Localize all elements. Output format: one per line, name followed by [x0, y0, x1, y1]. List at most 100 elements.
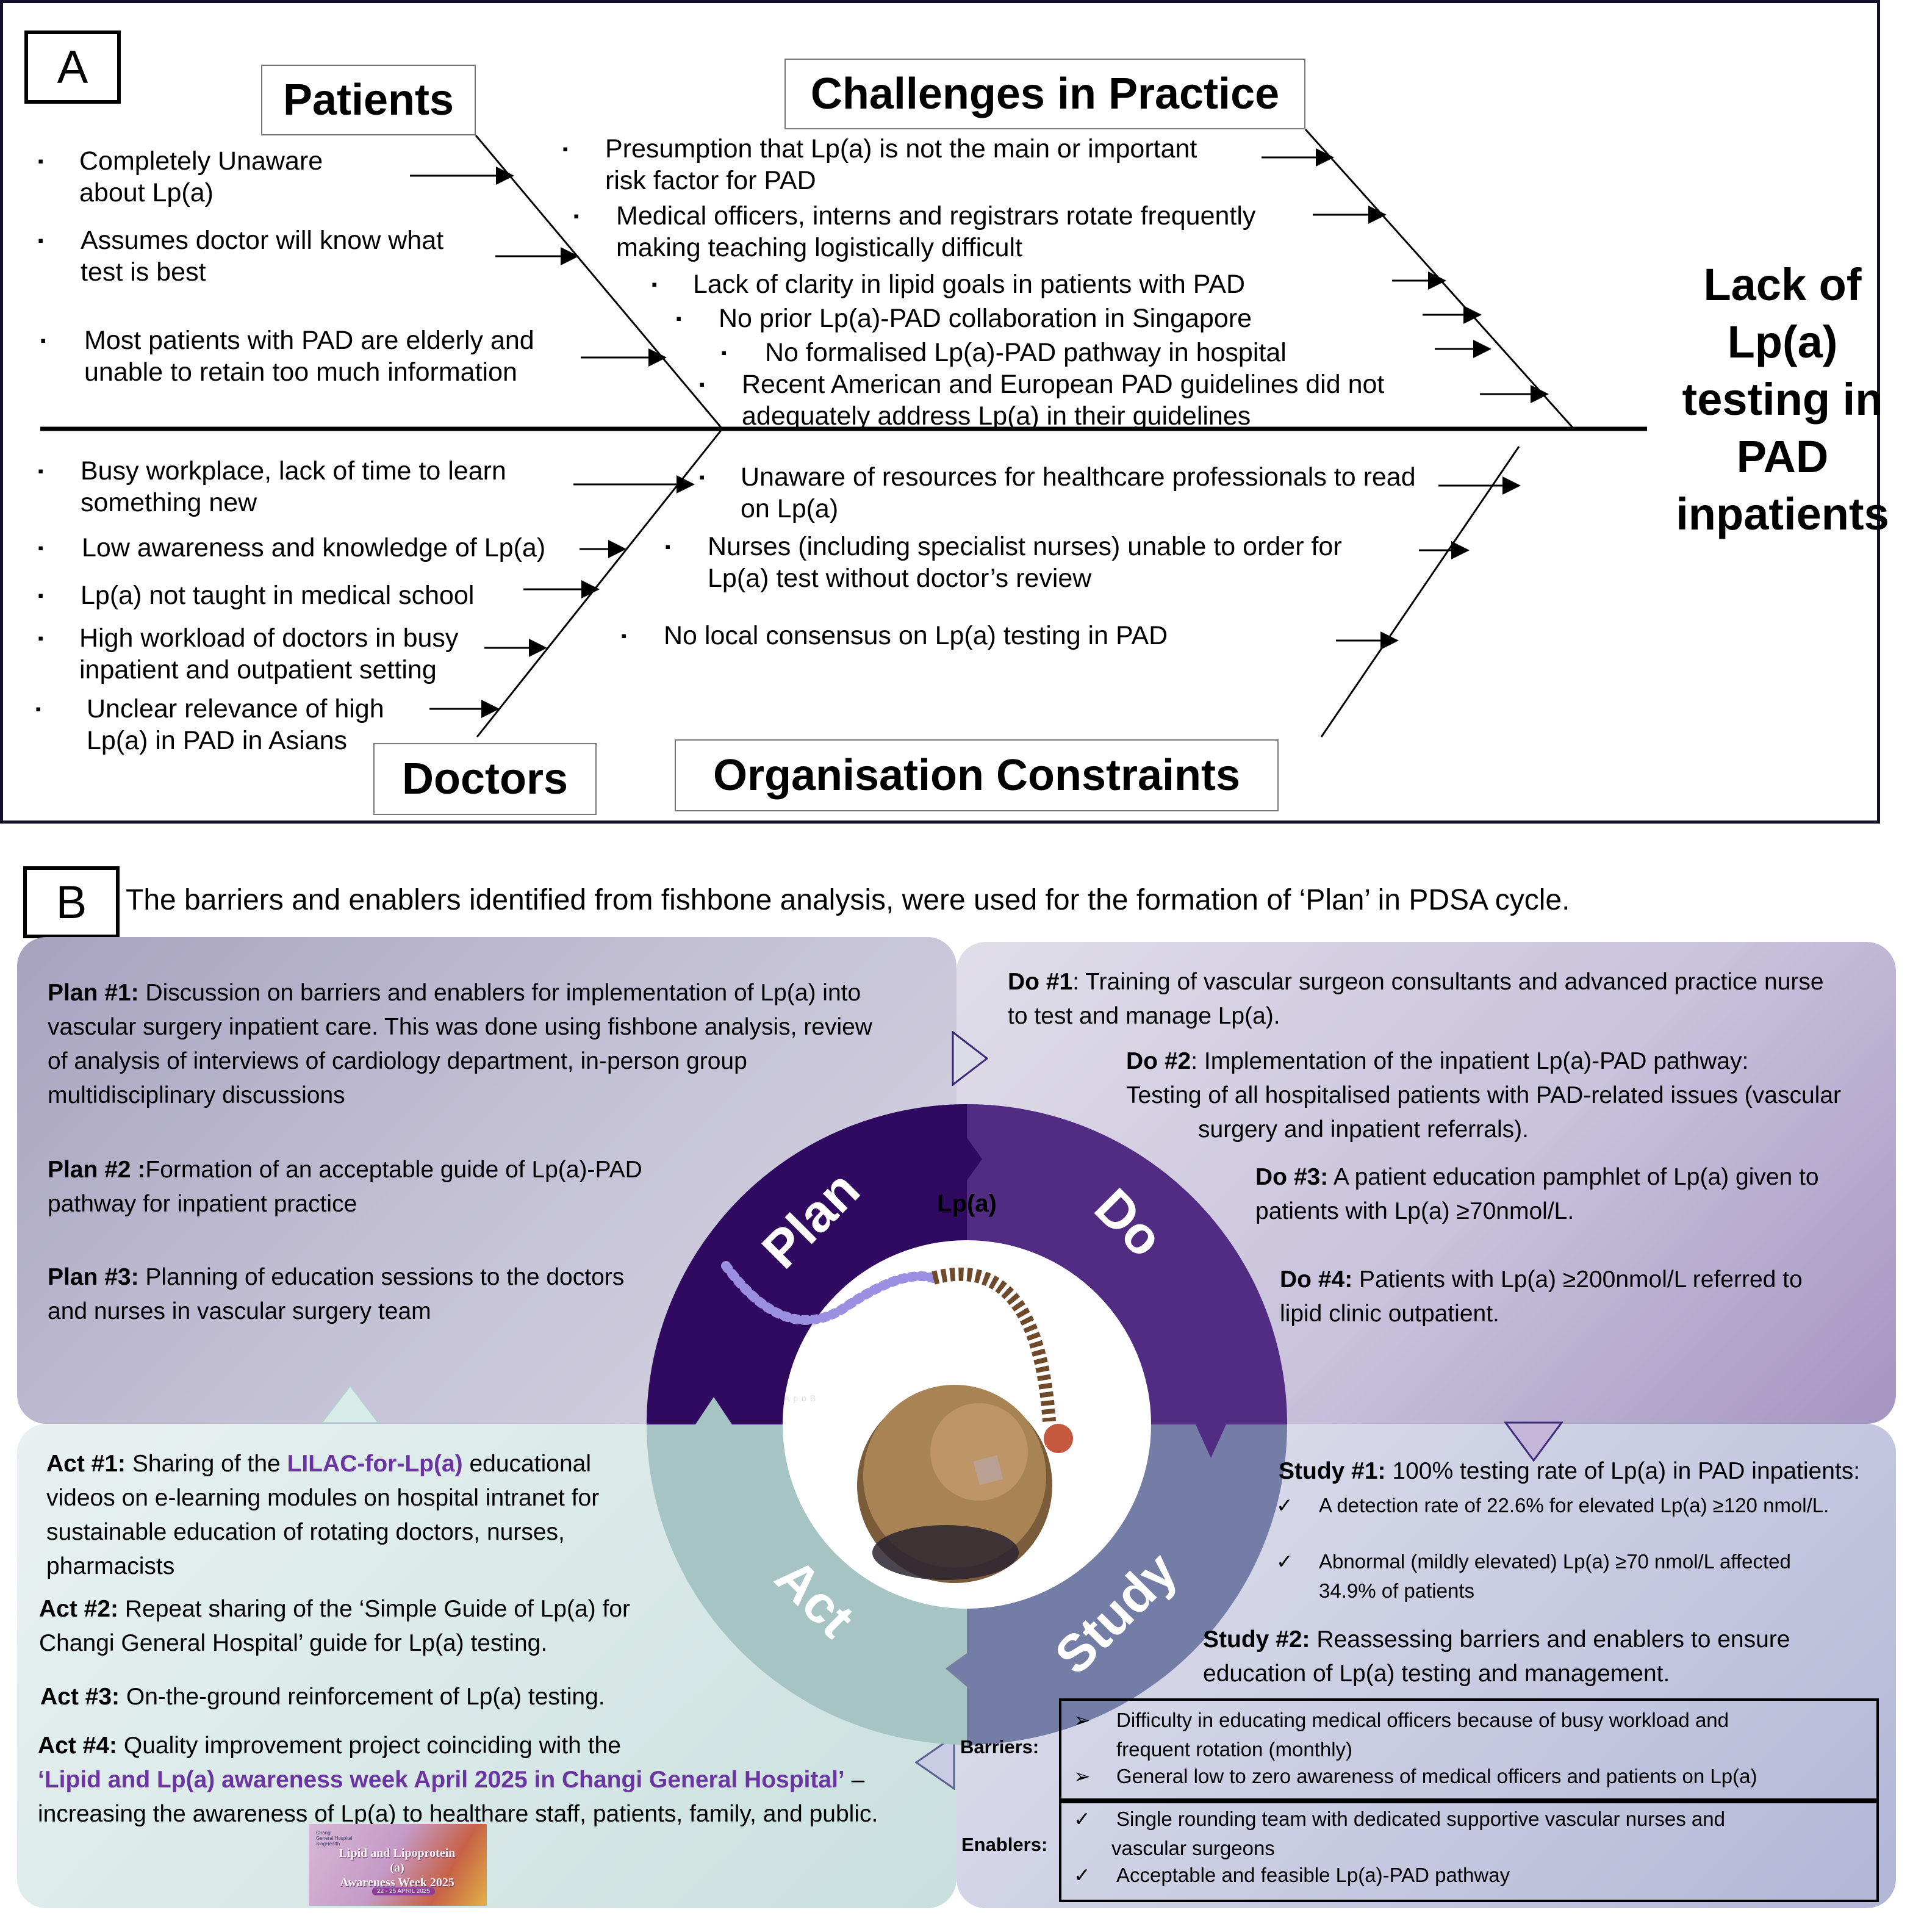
cause-line: No prior Lp(a)-PAD collaboration in Sing… [719, 304, 1252, 333]
bullet-icon: ▪ [38, 586, 44, 605]
bullet-icon: ▪ [676, 309, 682, 328]
cause-line: on Lp(a) [741, 494, 839, 523]
bullet-icon: ▪ [699, 468, 705, 486]
do-line: patients with Lp(a) ≥70nmol/L. [1255, 1198, 1574, 1224]
enabler-item: ✓Acceptable and feasible Lp(a)-PAD pathw… [1074, 1861, 1510, 1890]
plan-line: vascular surgery inpatient care. This wa… [48, 1014, 872, 1040]
arrow-study-to-act-icon [915, 1735, 955, 1790]
plan-line: multidisciplinary discussions [48, 1082, 345, 1108]
act-line: educational [462, 1451, 591, 1477]
pdsa-cycle: Lp(a) ApoB Plan Do Study Act [647, 1104, 1287, 1745]
problem-line: inpatients [1676, 489, 1889, 539]
bullet-icon: ▪ [38, 539, 44, 557]
arrow-act-to-plan-icon [321, 1385, 379, 1423]
barrier-item: ➢ Difficulty in educating medical officer… [1074, 1706, 1729, 1764]
arrow-bullet-icon: ➢ [1074, 1765, 1091, 1787]
do-arrow-notch [1196, 1424, 1226, 1458]
cause-line: Presumption that Lp(a) is not the main o… [605, 134, 1197, 163]
cause-line: Unaware of resources for healthcare prof… [741, 462, 1416, 492]
cause-item: No formalised Lp(a)-PAD pathway in hospi… [765, 337, 1287, 368]
bullet-icon: ▪ [573, 207, 580, 225]
barrier-item: ➢General low to zero awareness of medica… [1074, 1762, 1757, 1791]
enablers-label: Enablers: [961, 1834, 1048, 1855]
cause-line: Lp(a) in PAD in Asians [87, 726, 348, 755]
plan-item-heading: Plan #3: [48, 1264, 139, 1290]
check-icon: ✓ [1074, 1808, 1091, 1830]
act-line: videos on e-learning modules on hospital… [46, 1485, 600, 1511]
study-item-heading: Study #2: [1203, 1626, 1310, 1653]
bullet-icon: ▪ [665, 537, 671, 556]
act-item-3: Act #3: On-the-ground reinforcement of L… [40, 1680, 605, 1714]
cause-line: Recent American and European PAD guideli… [742, 370, 1385, 399]
cause-item: No local consensus on Lp(a) testing in P… [664, 620, 1168, 652]
do-line: A patient education pamphlet of Lp(a) gi… [1328, 1164, 1819, 1190]
category-patients: Patients [261, 65, 476, 135]
act-item-heading: Act #4: [38, 1733, 118, 1759]
awareness-week-link[interactable]: ‘Lipid and Lp(a) awareness week April 20… [38, 1767, 845, 1793]
apob-label: ApoB [784, 1393, 819, 1403]
act-line: increasing the awareness of Lp(a) to hea… [38, 1801, 878, 1827]
panel-label-a: A [24, 31, 121, 104]
plan-line: Formation of an acceptable guide of Lp(a… [145, 1157, 642, 1183]
cause-item: Low awareness and knowledge of Lp(a) [82, 532, 545, 564]
poster-title-line: Awareness Week 2025 [340, 1876, 454, 1889]
study-finding-1: ✓A detection rate of 22.6% for elevated … [1276, 1491, 1829, 1520]
study-finding-2: ✓Abnormal (mildly elevated) Lp(a) ≥70 nm… [1276, 1547, 1791, 1606]
do-item-heading: Do #1 [1008, 969, 1073, 995]
lpa-molecule-illustration: ApoB [721, 1261, 1073, 1583]
act-line: – [844, 1767, 865, 1793]
problem-line: Lack of [1703, 259, 1862, 310]
bullet-icon: ▪ [38, 462, 44, 480]
cause-line: unable to retain too much information [84, 357, 517, 387]
cause-line: Most patients with PAD are elderly and [84, 326, 534, 355]
cause-line: Lp(a) not taught in medical school [81, 581, 475, 610]
study-line: education of Lp(a) testing and managemen… [1203, 1661, 1670, 1687]
finding-text: Abnormal (mildly elevated) Lp(a) ≥70 nmo… [1319, 1550, 1791, 1573]
category-challenges-in-practice: Challenges in Practice [784, 59, 1305, 129]
do-item-4: Do #4: Patients with Lp(a) ≥200nmol/L re… [1280, 1263, 1803, 1331]
do-item-heading: Do #3: [1255, 1164, 1329, 1190]
barrier-text: Difficulty in educating medical officers… [1116, 1709, 1729, 1731]
do-line: to test and manage Lp(a). [1008, 1003, 1280, 1029]
do-item-3: Do #3: A patient education pamphlet of L… [1255, 1160, 1819, 1229]
cause-line: Unclear relevance of high [87, 694, 384, 724]
cause-item: Lack of clarity in lipid goals in patien… [693, 268, 1245, 300]
problem-line: testing in [1682, 374, 1883, 425]
cause-line: something new [81, 488, 257, 517]
panel-label-b: B [23, 866, 120, 938]
plan-item-2: Plan #2 :Formation of an acceptable guid… [48, 1153, 642, 1221]
cause-line: Completely Unaware [79, 146, 323, 176]
bullet-icon: ▪ [652, 275, 658, 293]
arrow-bullet-icon: ➢ [1074, 1709, 1091, 1731]
enabler-text: Single rounding team with dedicated supp… [1116, 1808, 1725, 1830]
bullet-icon: ▪ [38, 231, 44, 250]
do-line: surgery and inpatient referrals). [1198, 1116, 1529, 1143]
enabler-text: vascular surgeons [1111, 1837, 1275, 1859]
center-label: Lp(a) [937, 1190, 997, 1217]
plan-line: and nurses in vascular surgery team [48, 1298, 431, 1324]
do-line: : Training of vascular surgeon consultan… [1072, 969, 1824, 995]
cause-line: test is best [81, 257, 206, 287]
cause-line: Low awareness and knowledge of Lp(a) [82, 533, 546, 562]
bullet-icon: ▪ [35, 700, 41, 718]
poster-title: Lipid and Lipoprotein (a) Awareness Week… [333, 1846, 461, 1890]
category-doctors: Doctors [373, 743, 597, 815]
do-item-2: Do #2: Implementation of the inpatient L… [1126, 1044, 1841, 1147]
finding-text: 34.9% of patients [1319, 1579, 1475, 1602]
problem-statement: Lack of Lp(a) testing in PAD inpatients [1654, 256, 1911, 543]
lilac-for-lpa-link[interactable]: LILAC-for-Lp(a) [287, 1451, 463, 1477]
cause-item: Presumption that Lp(a) is not the main o… [605, 133, 1197, 196]
act-line: Quality improvement project coinciding w… [117, 1733, 621, 1759]
act-item-heading: Act #2: [39, 1596, 119, 1622]
bullet-icon: ▪ [721, 343, 727, 362]
do-line: Patients with Lp(a) ≥200nmol/L referred … [1352, 1266, 1803, 1293]
study-item-2: Study #2: Reassessing barriers and enabl… [1203, 1623, 1790, 1691]
cause-item: Nurses (including specialist nurses) una… [708, 531, 1342, 594]
bullet-icon: ▪ [38, 152, 44, 170]
cause-line: inpatient and outpatient setting [79, 655, 437, 684]
logo-line: General Hospital [316, 1836, 353, 1841]
problem-line: Lp(a) [1727, 317, 1838, 367]
